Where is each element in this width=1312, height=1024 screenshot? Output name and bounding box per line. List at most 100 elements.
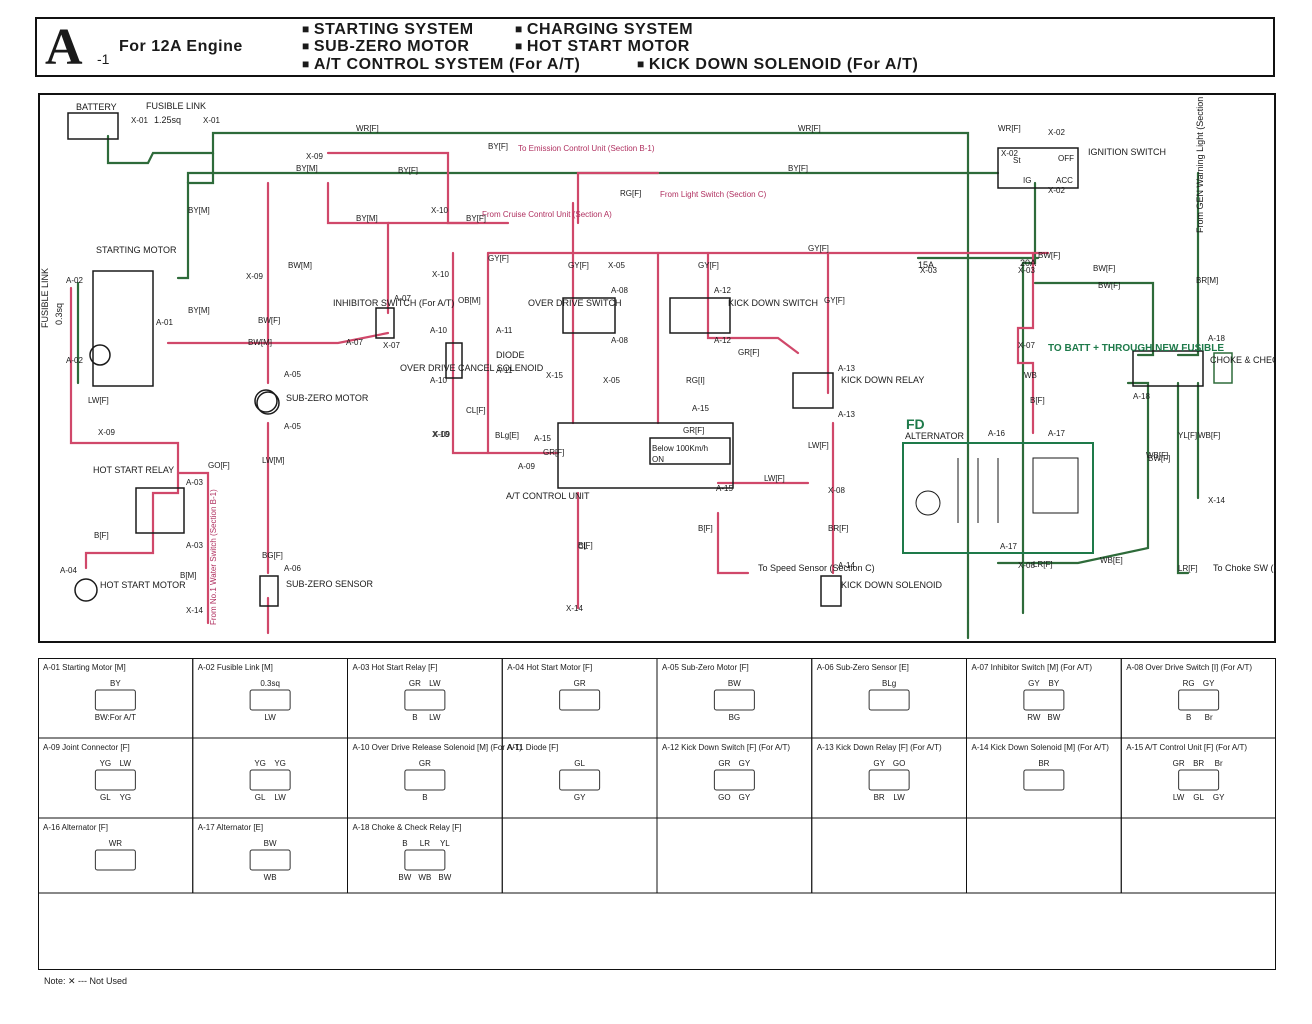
wire-label: BR[M] [1196, 276, 1218, 285]
wire-label: WB[E] [1100, 556, 1123, 565]
connector-id: A-15 [692, 404, 709, 413]
connector-id: A-13 [838, 410, 855, 419]
connector-shape [1177, 689, 1219, 710]
handwritten-fd: FD [906, 416, 925, 432]
connector-id: X-03 [1018, 266, 1035, 275]
connector-shape [558, 689, 600, 710]
label-fusible-link-top: FUSIBLE LINK [146, 101, 206, 111]
connector-shape [249, 769, 291, 790]
wire-lr-oscillator [1176, 381, 1190, 575]
connector-id: X-14 [566, 604, 583, 613]
pin-label: BR [873, 793, 884, 802]
wire-label: GR[F] [543, 448, 564, 457]
pin-label: B [412, 713, 417, 722]
wire-label: BY[M] [188, 206, 210, 215]
wire-label: BW[F] [1148, 454, 1170, 463]
wire-label: WB[F] [1198, 431, 1220, 440]
wire-label: WB[F] [1146, 451, 1168, 460]
pin-label: GR [573, 679, 585, 688]
connector-title: A-05 Sub-Zero Motor [F] [662, 663, 749, 672]
label-hot-start-motor: HOT START MOTOR [100, 580, 186, 590]
wire-wr-main [106, 131, 970, 615]
connector-id: X-07 [383, 341, 400, 350]
pin-label: BLg [882, 679, 896, 688]
label-at-on: ON [652, 455, 664, 464]
battery-symbol [67, 112, 119, 140]
wire-label: LW[M] [262, 456, 285, 465]
sub-zero-motor-symbol [256, 391, 280, 415]
pin-label: GO [892, 759, 904, 768]
wire-label: LW[F] [808, 441, 829, 450]
connector-shape [868, 689, 910, 710]
label-kick-down-solenoid: KICK DOWN SOLENOID [841, 580, 943, 590]
pin-label: GY [873, 759, 885, 768]
hot-start-motor-symbol [74, 578, 98, 602]
wire-label: BG[F] [262, 551, 283, 560]
connector-id: A-05 [284, 422, 301, 431]
sub-zero-sensor-symbol [259, 575, 279, 607]
handwritten-batt: TO BATT + THROUGH NEW FUSIBLE [1048, 343, 1224, 354]
wire-emission [326, 151, 510, 225]
connector-cell [810, 817, 967, 893]
connector-id: X-09 [306, 152, 323, 161]
pin-label: B [422, 793, 427, 802]
connector-shape [868, 769, 910, 790]
connector-id: A-08 [611, 286, 628, 295]
pin-label: GY [573, 793, 585, 802]
connector-id: A-06 [284, 564, 301, 573]
wire-water-switch [176, 471, 210, 625]
connector-id: X-08 [828, 486, 845, 495]
connector-id: A-03 [186, 541, 203, 550]
wire-label: BY[M] [356, 214, 378, 223]
connector-shape [403, 769, 445, 790]
connector-id: A-18 [1208, 334, 1225, 343]
connector-id: A-11 [496, 326, 513, 335]
wire-label: BW[F] [258, 316, 280, 325]
wire-od-cancel [451, 251, 560, 455]
connector-id: X-01 [203, 116, 220, 125]
wire-bw-batt [1016, 251, 1035, 435]
pin-label: Br [1204, 713, 1212, 722]
pin-label: GR [408, 679, 420, 688]
green-wires [76, 131, 1200, 640]
connector-id: A-17 [1000, 542, 1017, 551]
pin-label: BW [727, 679, 740, 688]
label-fusible-side-size: 0.3sq [54, 303, 64, 325]
wire-label: LW[F] [764, 474, 785, 483]
label-kick-down-relay: KICK DOWN RELAY [841, 375, 924, 385]
pin-label: BW [263, 839, 276, 848]
connector-id: A-10 [430, 326, 447, 335]
connector-id: X-09 [98, 428, 115, 437]
connector-shape [1022, 689, 1064, 710]
section-header: A -1 For 12A Engine STARTING SYSTEM CHAR… [35, 17, 1275, 77]
wire-label: WB [1024, 371, 1037, 380]
connector-id: A-17 [1048, 429, 1065, 438]
label-od-switch: OVER DRIVE SWITCH [528, 298, 622, 308]
connector-cell [501, 817, 657, 893]
connector-id: A-09 [518, 462, 535, 471]
wiring-diagram: BATTERY FUSIBLE LINK 1.25sq FUSIBLE LINK… [38, 93, 1276, 643]
pin-label: RG [1182, 679, 1194, 688]
pin-label: LW [429, 713, 441, 722]
pin-label: BY [110, 679, 121, 688]
connector-id: X-10 [431, 206, 448, 215]
connector-id: A-14 [838, 561, 855, 570]
connector-title: A-07 Inhibitor Switch [M] (For A/T) [971, 663, 1092, 672]
label-kick-down-switch: KICK DOWN SWITCH [728, 298, 818, 308]
pin-label: GY [738, 793, 750, 802]
pin-label: GL [574, 759, 585, 768]
connector-id: X-05 [608, 261, 625, 270]
label-ignition-switch: IGNITION SWITCH [1088, 147, 1166, 157]
wire-label: LR[F] [1033, 560, 1053, 569]
wire-label: BY[F] [488, 142, 508, 151]
pin-label: LW [119, 759, 131, 768]
wire-label: BW[F] [1098, 281, 1120, 290]
connector-title: A-08 Over Drive Switch [I] (For A/T) [1126, 663, 1252, 672]
annotation-speed-sensor: To Speed Sensor (Section C) [758, 563, 875, 573]
wire-light-switch [576, 171, 660, 225]
wire-label: BY[M] [188, 306, 210, 315]
wire-label: GY[F] [568, 261, 589, 270]
label-fuse-15a: 15A [918, 260, 934, 270]
connector-shape [713, 689, 755, 710]
